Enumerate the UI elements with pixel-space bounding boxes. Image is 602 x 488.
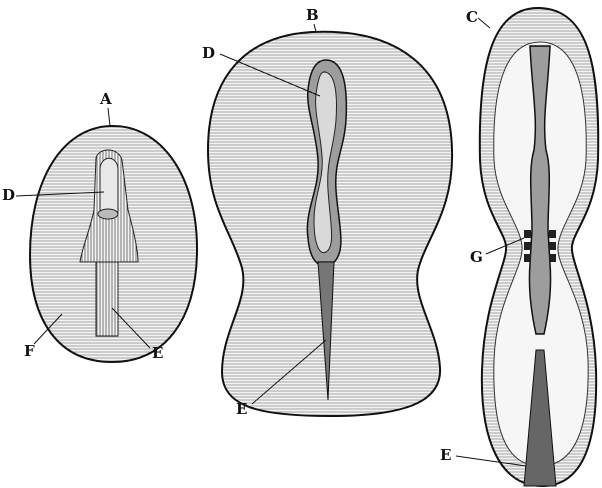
- figure-a-ring: [98, 209, 118, 219]
- label-a: A: [99, 90, 112, 108]
- label-a-e: E: [152, 344, 163, 362]
- figure-b: B D E: [202, 6, 452, 418]
- figure-c: C G E: [440, 8, 598, 486]
- label-a-f: F: [24, 342, 35, 360]
- label-b-d: D: [202, 44, 215, 62]
- label-c: C: [466, 8, 478, 26]
- label-b-e: E: [236, 400, 247, 418]
- label-c-e: E: [440, 446, 451, 464]
- figure-a: A D F E: [2, 90, 197, 362]
- label-b: B: [306, 6, 319, 24]
- figure-c-embryo-axis: [529, 46, 550, 334]
- figure-a-head-fold: [100, 158, 118, 212]
- label-a-d: D: [2, 186, 15, 204]
- figure-a-primitive-streak: [96, 262, 118, 336]
- label-c-g: G: [470, 248, 483, 266]
